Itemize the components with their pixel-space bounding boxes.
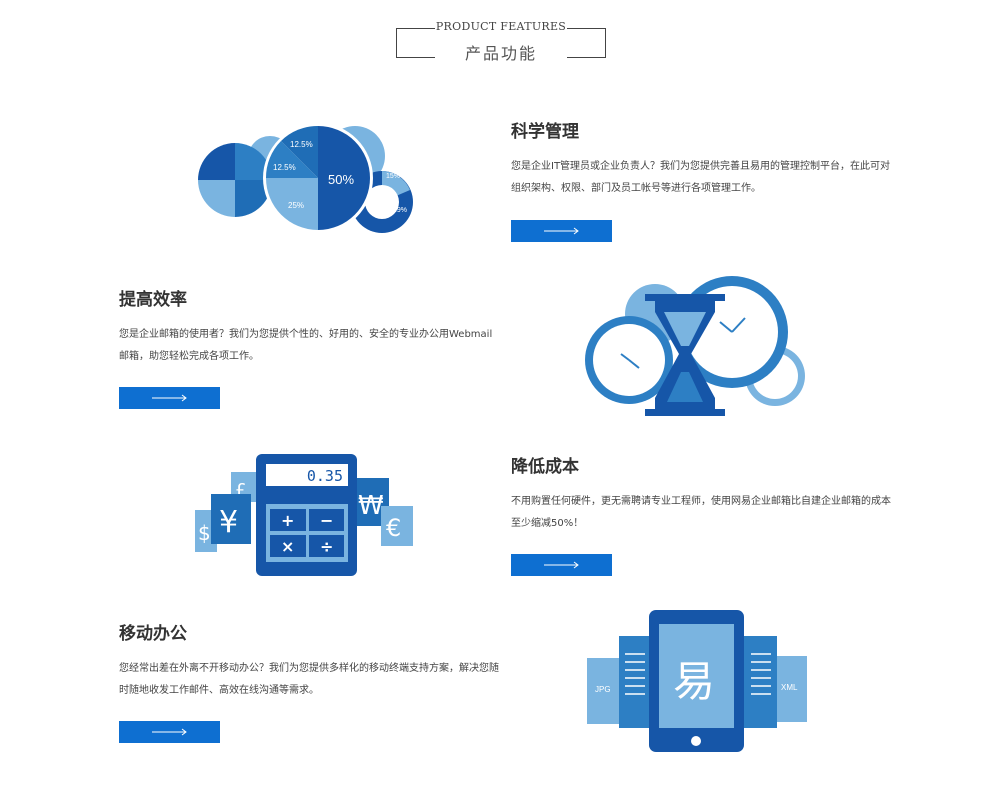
calc-key-multiply: ×	[281, 537, 294, 556]
feature-title: 降低成本	[511, 457, 579, 477]
calc-key-minus: −	[320, 511, 333, 530]
pie-label-25: 25%	[288, 201, 304, 210]
pie-label-12-5-b: 12.5%	[273, 163, 296, 172]
doc-label-xml: XML	[781, 683, 798, 692]
arrow-right-icon	[151, 394, 187, 402]
currency-dollar: $	[198, 521, 211, 545]
calc-key-plus: +	[281, 511, 294, 530]
feature-desc: 您是企业邮箱的使用者？我们为您提供个性的、好用的、安全的专业办公用Webmail…	[119, 329, 493, 362]
mobile-more-button[interactable]	[119, 721, 220, 743]
hourglass-clock-illustration	[585, 276, 810, 422]
pie-label-12-5-a: 12.5%	[290, 140, 313, 149]
calc-key-divide: ÷	[320, 537, 333, 556]
calculator-display: 0.35	[307, 467, 343, 485]
header-bracket-right	[567, 28, 606, 58]
pie-chart-illustration: 15% 39% 50% 25% 12.5% 12.5%	[190, 118, 420, 247]
doc-label-jpg: JPG	[595, 685, 611, 694]
feature-desc: 您是企业IT管理员或企业负责人？我们为您提供完善且易用的管理控制平台，在此可对组…	[511, 161, 891, 194]
pie-label-15: 15%	[386, 173, 400, 180]
feature-efficiency: 提高效率 您是企业邮箱的使用者？我们为您提供个性的、好用的、安全的专业办公用We…	[119, 285, 499, 368]
header-title-en: PRODUCT FEATURES	[435, 20, 567, 33]
arrow-right-icon	[543, 561, 579, 569]
feature-desc: 不用购置任何硬件，更无需聘请专业工程师，使用网易企业邮箱比自建企业邮箱的成本至少…	[511, 496, 891, 529]
currency-euro: €	[386, 514, 401, 542]
currency-pound: £	[235, 480, 246, 501]
feature-cost: 降低成本 不用购置任何硬件，更无需聘请专业工程师，使用网易企业邮箱比自建企业邮箱…	[511, 452, 891, 535]
header-bracket-left	[396, 28, 435, 58]
feature-title: 提高效率	[119, 290, 187, 310]
feature-management: 科学管理 您是企业IT管理员或企业负责人？我们为您提供完善且易用的管理控制平台，…	[511, 117, 891, 200]
pie-label-39: 39%	[393, 207, 407, 214]
calculator-illustration: $ £ ¥ ₩ € 0.35 + − × ÷	[193, 454, 418, 583]
feature-desc: 您经常出差在外离不开移动办公？我们为您提供多样化的移动终端支持方案，解决您随时随…	[119, 663, 499, 696]
efficiency-more-button[interactable]	[119, 387, 220, 409]
feature-mobile: 移动办公 您经常出差在外离不开移动办公？我们为您提供多样化的移动终端支持方案，解…	[119, 619, 499, 702]
cost-more-button[interactable]	[511, 554, 612, 576]
arrow-right-icon	[151, 728, 187, 736]
feature-title: 移动办公	[119, 624, 187, 644]
currency-won: ₩	[358, 491, 384, 521]
phone-glyph: 易	[673, 657, 715, 706]
section-header: PRODUCT FEATURES 产品功能	[396, 18, 606, 63]
arrow-right-icon	[543, 227, 579, 235]
currency-yuan: ¥	[219, 505, 238, 540]
header-title-cn: 产品功能	[464, 44, 537, 63]
pie-label-50: 50%	[328, 172, 354, 187]
feature-title: 科学管理	[511, 122, 579, 142]
mobile-phone-illustration: JPG XML 易	[585, 610, 810, 757]
management-more-button[interactable]	[511, 220, 612, 242]
